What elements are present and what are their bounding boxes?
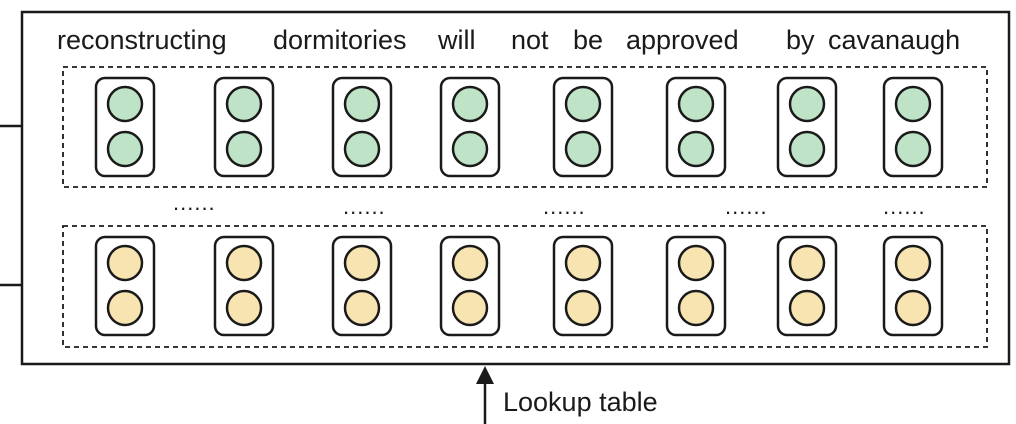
unit-circle [343, 85, 381, 123]
unit-circle [894, 244, 932, 282]
word-label: cavanaugh [828, 25, 960, 55]
lookup-table-caption: Lookup table [503, 387, 658, 417]
yellow-row-box [62, 225, 988, 348]
word-label: dormitories [273, 25, 407, 55]
green-row-unit [213, 76, 275, 178]
ellipsis: ...... [543, 194, 586, 219]
yellow-row-unit [331, 235, 393, 337]
green-row-unit [552, 76, 614, 178]
word-label: approved [626, 25, 739, 55]
unit-circle [788, 289, 826, 327]
unit-circle [451, 244, 489, 282]
unit-circle [451, 289, 489, 327]
unit-circle [225, 244, 263, 282]
unit-circle [343, 130, 381, 168]
ellipsis: ...... [725, 194, 768, 219]
unit-circle [894, 130, 932, 168]
green-row-unit [439, 76, 501, 178]
unit-circle [677, 244, 715, 282]
green-units [94, 76, 944, 178]
unit-circle [564, 289, 602, 327]
yellow-units [94, 235, 944, 337]
unit-circle [225, 289, 263, 327]
unit-circle [225, 130, 263, 168]
green-row-unit [882, 76, 944, 178]
unit-circle [225, 85, 263, 123]
unit-circle [788, 130, 826, 168]
unit-circle [788, 85, 826, 123]
unit-circle [106, 244, 144, 282]
green-row-unit [665, 76, 727, 178]
word-label: be [573, 25, 603, 55]
word-label: by [786, 25, 815, 55]
word-labels: reconstructing dormitories will not be a… [57, 25, 960, 55]
lookup-arrow-head [476, 366, 494, 384]
green-row-unit [776, 76, 838, 178]
unit-circle [451, 85, 489, 123]
unit-circle [564, 244, 602, 282]
unit-circle [106, 289, 144, 327]
unit-circle [564, 130, 602, 168]
unit-circle [106, 130, 144, 168]
yellow-row-unit [776, 235, 838, 337]
unit-circle [788, 244, 826, 282]
ellipsis: ...... [173, 190, 216, 215]
outer-frame [20, 10, 1011, 366]
yellow-row-unit [665, 235, 727, 337]
unit-circle [343, 244, 381, 282]
yellow-row-unit [94, 235, 156, 337]
ellipsis: ...... [883, 194, 926, 219]
word-label: will [437, 25, 476, 55]
unit-circle [894, 289, 932, 327]
unit-circle [451, 130, 489, 168]
green-row-box [62, 66, 988, 188]
unit-circle [677, 289, 715, 327]
unit-circle [343, 289, 381, 327]
ellipsis-row: ...... ...... ...... ...... ...... [173, 190, 926, 219]
unit-circle [106, 85, 144, 123]
yellow-row-unit [439, 235, 501, 337]
yellow-row-unit [882, 235, 944, 337]
unit-circle [894, 85, 932, 123]
yellow-row-unit [552, 235, 614, 337]
unit-circle [564, 85, 602, 123]
green-row-unit [331, 76, 393, 178]
ellipsis: ...... [343, 194, 386, 219]
unit-circle [677, 130, 715, 168]
green-row-unit [94, 76, 156, 178]
word-label: not [511, 25, 549, 55]
unit-circle [677, 85, 715, 123]
yellow-row-unit [213, 235, 275, 337]
word-label: reconstructing [57, 25, 227, 55]
